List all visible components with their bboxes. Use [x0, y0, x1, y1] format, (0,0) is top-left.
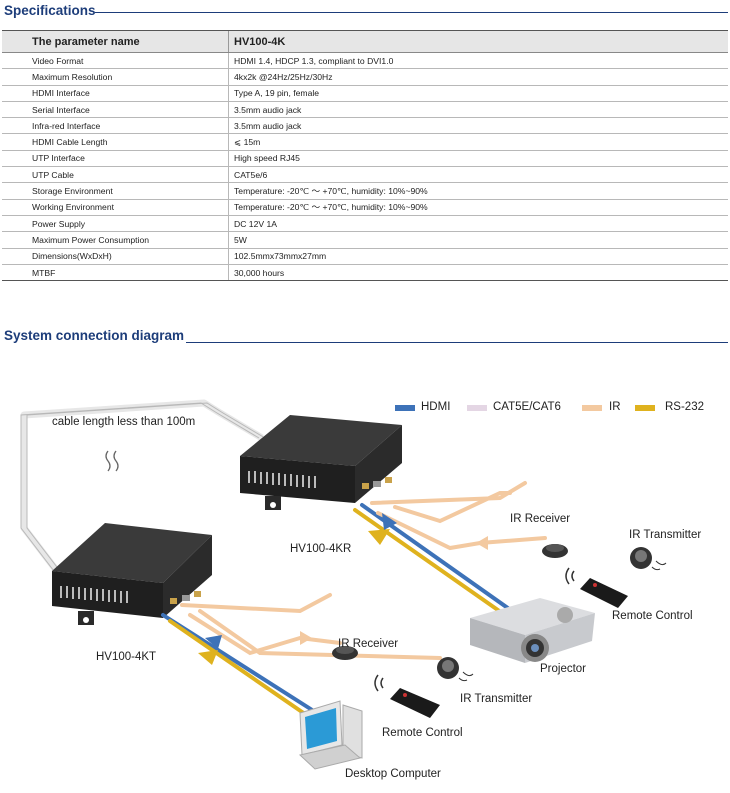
legend-rs232-swatch: [635, 405, 655, 411]
parameter-value-cell: 3.5mm audio jack: [228, 117, 728, 135]
ir-transmitter-top-icon: [630, 547, 667, 571]
parameter-value-cell: 30,000 hours: [228, 264, 728, 282]
remote-control-bottom-icon: [374, 674, 440, 718]
specifications-title: Specifications: [4, 3, 96, 18]
legend-hdmi-swatch: [395, 405, 415, 411]
parameter-value-cell: 5W: [228, 231, 728, 249]
remote-control-top-label: Remote Control: [612, 610, 693, 622]
parameter-name-cell: Maximum Power Consumption: [2, 231, 229, 249]
parameter-name-cell: UTP Cable: [2, 166, 229, 184]
specifications-table: The parameter name HV100-4K Video Format…: [2, 30, 728, 282]
table-row: Dimensions(WxDxH)102.5mmx73mmx27mm: [2, 248, 728, 265]
parameter-value-cell: High speed RJ45: [228, 150, 728, 168]
transmitter-cables: [161, 593, 442, 725]
ir-receiver-top-icon: [542, 544, 568, 558]
parameter-value-cell: ⩽ 15m: [228, 133, 728, 151]
receiver-cables: [353, 481, 547, 617]
parameter-name-cell: Dimensions(WxDxH): [2, 248, 229, 265]
diagram-title-rule: [186, 342, 728, 343]
ir-receiver-bottom-label: IR Receiver: [338, 638, 399, 650]
parameter-name-cell: Serial Interface: [2, 101, 229, 119]
connection-diagram: [20, 399, 667, 770]
legend-rs232-label: RS-232: [665, 401, 704, 413]
parameter-value-cell: 102.5mmx73mmx27mm: [228, 248, 728, 265]
legend-ir-swatch: [582, 405, 602, 411]
ir-transmitter-bottom-label: IR Transmitter: [460, 693, 533, 705]
ir-receiver-bottom-icon: [332, 646, 358, 660]
parameter-name-cell: Working Environment: [2, 199, 229, 216]
ir-receiver-top-label: IR Receiver: [510, 513, 571, 525]
header-parameter-name: The parameter name: [2, 30, 229, 53]
remote-control-top-icon: [565, 567, 628, 608]
parameter-value-cell: Temperature: -20℃ ～ +70℃, humidity: 10%~…: [228, 182, 728, 200]
parameter-name-cell: Video Format: [2, 52, 229, 70]
table-row: HDMI Cable Length⩽ 15m: [2, 133, 728, 151]
projector-image: [470, 598, 595, 663]
parameter-value-cell: Type A, 19 pin, female: [228, 85, 728, 102]
hdmi-arrow-top: [382, 513, 397, 530]
parameter-name-cell: UTP Interface: [2, 150, 229, 168]
parameter-name-cell: HDMI Cable Length: [2, 133, 229, 151]
receiver-unit-image: [240, 415, 402, 510]
rs232-arrow-bottom: [198, 650, 218, 665]
table-header-row: The parameter name HV100-4K: [2, 30, 728, 53]
parameter-name-cell: Storage Environment: [2, 182, 229, 200]
legend-cat-label: CAT5E/CAT6: [493, 401, 561, 413]
remote-control-bottom-label: Remote Control: [382, 727, 463, 739]
parameter-name-cell: Infra-red Interface: [2, 117, 229, 135]
diagram-title: System connection diagram: [4, 328, 185, 343]
parameter-value-cell: 3.5mm audio jack: [228, 101, 728, 119]
parameter-name-cell: HDMI Interface: [2, 85, 229, 102]
cable-break-icon: [105, 450, 119, 472]
cable-length-label: cable length less than 100m: [52, 416, 196, 428]
transmitter-unit-image: [52, 523, 212, 625]
legend-hdmi-label: HDMI: [421, 401, 451, 413]
desktop-computer-image: [298, 700, 363, 770]
specifications-title-rule: [95, 12, 728, 13]
rs232-arrow-top: [368, 529, 390, 545]
parameter-value-cell: HDMI 1.4, HDCP 1.3, compliant to DVI1.0: [228, 52, 728, 70]
legend-ir-label: IR: [609, 401, 621, 413]
ir-arrow-top: [476, 536, 488, 550]
desktop-computer-label: Desktop Computer: [345, 768, 441, 780]
parameter-value-cell: CAT5e/6: [228, 166, 728, 184]
parameter-value-cell: 4kx2k @24Hz/25Hz/30Hz: [228, 68, 728, 86]
parameter-value-cell: Temperature: -20℃ ～ +70℃, humidity: 10%~…: [228, 199, 728, 216]
legend-cat-swatch: [467, 405, 487, 411]
hdmi-arrow-bottom: [205, 635, 222, 649]
receiver-unit-label: HV100-4KR: [290, 543, 352, 555]
projector-label: Projector: [540, 663, 587, 675]
transmitter-unit-label: HV100-4KT: [96, 651, 157, 663]
parameter-value-cell: DC 12V 1A: [228, 215, 728, 233]
header-model: HV100-4K: [228, 30, 728, 53]
parameter-name-cell: Power Supply: [2, 215, 229, 233]
ir-transmitter-top-label: IR Transmitter: [629, 529, 702, 541]
ir-arrow-bottom: [300, 631, 312, 645]
parameter-name-cell: MTBF: [2, 264, 229, 282]
parameter-name-cell: Maximum Resolution: [2, 68, 229, 86]
ir-transmitter-bottom-icon: [437, 657, 474, 682]
